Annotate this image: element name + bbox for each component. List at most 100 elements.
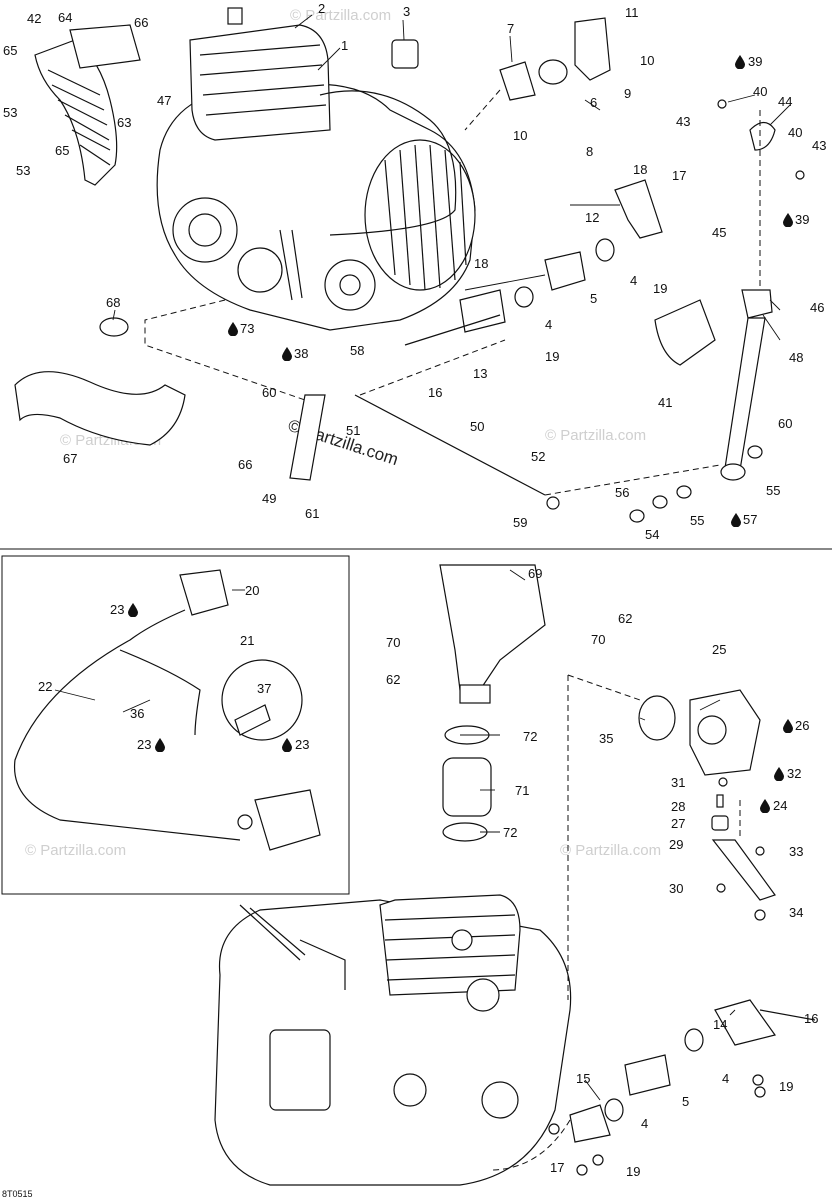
callout-53: 53 [16, 163, 30, 178]
callout-53: 53 [3, 105, 17, 120]
callout-45: 45 [712, 225, 726, 240]
callout-labels: 42 64 66 65 47 53 63 65 53 2 3 1 7 11 10… [3, 1, 826, 1179]
svg-text:© Partzilla.com: © Partzilla.com [290, 7, 391, 24]
callout-31: 31 [671, 775, 685, 790]
callout-18: 18 [633, 162, 647, 177]
svg-text:© Partzilla.com: © Partzilla.com [25, 842, 126, 859]
sleeve [442, 757, 492, 817]
drop-icon [735, 55, 745, 69]
callout-19: 19 [626, 1164, 640, 1179]
callout-44: 44 [778, 94, 792, 109]
callout-56: 56 [615, 485, 629, 500]
carburetor [638, 689, 761, 776]
callout-38: 38 [294, 346, 308, 361]
callout-57: 57 [743, 512, 757, 527]
callout-70: 70 [591, 632, 605, 647]
callout-65: 65 [3, 43, 17, 58]
callout-20: 20 [245, 583, 259, 598]
callout-60: 60 [778, 416, 792, 431]
callout-7: 7 [507, 21, 514, 36]
callout-68: 68 [106, 295, 120, 310]
callout-5: 5 [682, 1094, 689, 1109]
callout-43: 43 [812, 138, 826, 153]
callout-9: 9 [624, 86, 631, 101]
callout-70: 70 [386, 635, 400, 650]
callout-58: 58 [350, 343, 364, 358]
lower-engine [214, 894, 572, 1186]
callout-19: 19 [653, 281, 667, 296]
callout-19: 19 [545, 349, 559, 364]
callout-17: 17 [672, 168, 686, 183]
upper-dashed-lines [144, 89, 761, 496]
callout-72: 72 [503, 825, 517, 840]
callout-50: 50 [470, 419, 484, 434]
callout-32: 32 [787, 766, 801, 781]
footer-code: 8T0515 [2, 1189, 33, 1199]
callout-17: 17 [550, 1160, 564, 1175]
callout-42: 42 [27, 11, 41, 26]
lower-mounts [548, 999, 816, 1176]
callout-35: 35 [599, 731, 613, 746]
callout-11: 11 [625, 5, 639, 20]
callout-23: 23 [295, 737, 309, 752]
callout-65: 65 [55, 143, 69, 158]
drop-icon [774, 767, 784, 781]
callout-36: 36 [130, 706, 144, 721]
callout-2: 2 [318, 1, 325, 16]
callout-13: 13 [473, 366, 487, 381]
drop-icon [760, 799, 770, 813]
svg-text:© Partzilla.com: © Partzilla.com [560, 842, 661, 859]
shift-lever [654, 289, 773, 481]
gasket [391, 39, 419, 69]
callout-4: 4 [630, 273, 637, 288]
callout-5: 5 [590, 291, 597, 306]
callout-23: 23 [110, 602, 124, 617]
callout-66: 66 [134, 15, 148, 30]
leader-lines [54, 14, 791, 1101]
callout-67: 67 [63, 451, 77, 466]
callout-14: 14 [713, 1017, 727, 1032]
callout-22: 22 [38, 679, 52, 694]
callout-64: 64 [58, 10, 72, 25]
callout-51: 51 [346, 423, 360, 438]
callout-15: 15 [576, 1071, 590, 1086]
callout-8: 8 [586, 144, 593, 159]
callout-60: 60 [262, 385, 276, 400]
callout-30: 30 [669, 881, 683, 896]
callout-28: 28 [671, 799, 685, 814]
callout-23: 23 [137, 737, 151, 752]
shift-linkage [404, 179, 663, 346]
callout-55: 55 [690, 513, 704, 528]
engine-mount-upper [499, 17, 611, 101]
callout-54: 54 [645, 527, 659, 542]
callout-27: 27 [671, 816, 685, 831]
callout-39: 39 [748, 54, 762, 69]
small-washers [546, 99, 805, 523]
callout-39: 39 [795, 212, 809, 227]
shift-rod [354, 394, 546, 496]
callout-1: 1 [341, 38, 348, 53]
lower-dashed-lines [489, 674, 741, 1171]
callout-69: 69 [528, 566, 542, 581]
callout-59: 59 [513, 515, 527, 530]
callout-62: 62 [386, 672, 400, 687]
inset-assembly [13, 569, 321, 851]
callout-61: 61 [305, 506, 319, 521]
callout-41: 41 [658, 395, 672, 410]
inset-frame [1, 555, 350, 895]
callout-55: 55 [766, 483, 780, 498]
drop-icon [783, 213, 793, 227]
callout-66: 66 [238, 457, 252, 472]
callout-52: 52 [531, 449, 545, 464]
callout-4: 4 [641, 1116, 648, 1131]
callout-4: 4 [722, 1071, 729, 1086]
callout-40: 40 [753, 84, 767, 99]
drop-icon [731, 513, 741, 527]
callout-16: 16 [804, 1011, 818, 1026]
callout-47: 47 [157, 93, 171, 108]
callout-12: 12 [585, 210, 599, 225]
callout-33: 33 [789, 844, 803, 859]
drop-icon [228, 322, 238, 336]
drop-icon [282, 347, 292, 361]
